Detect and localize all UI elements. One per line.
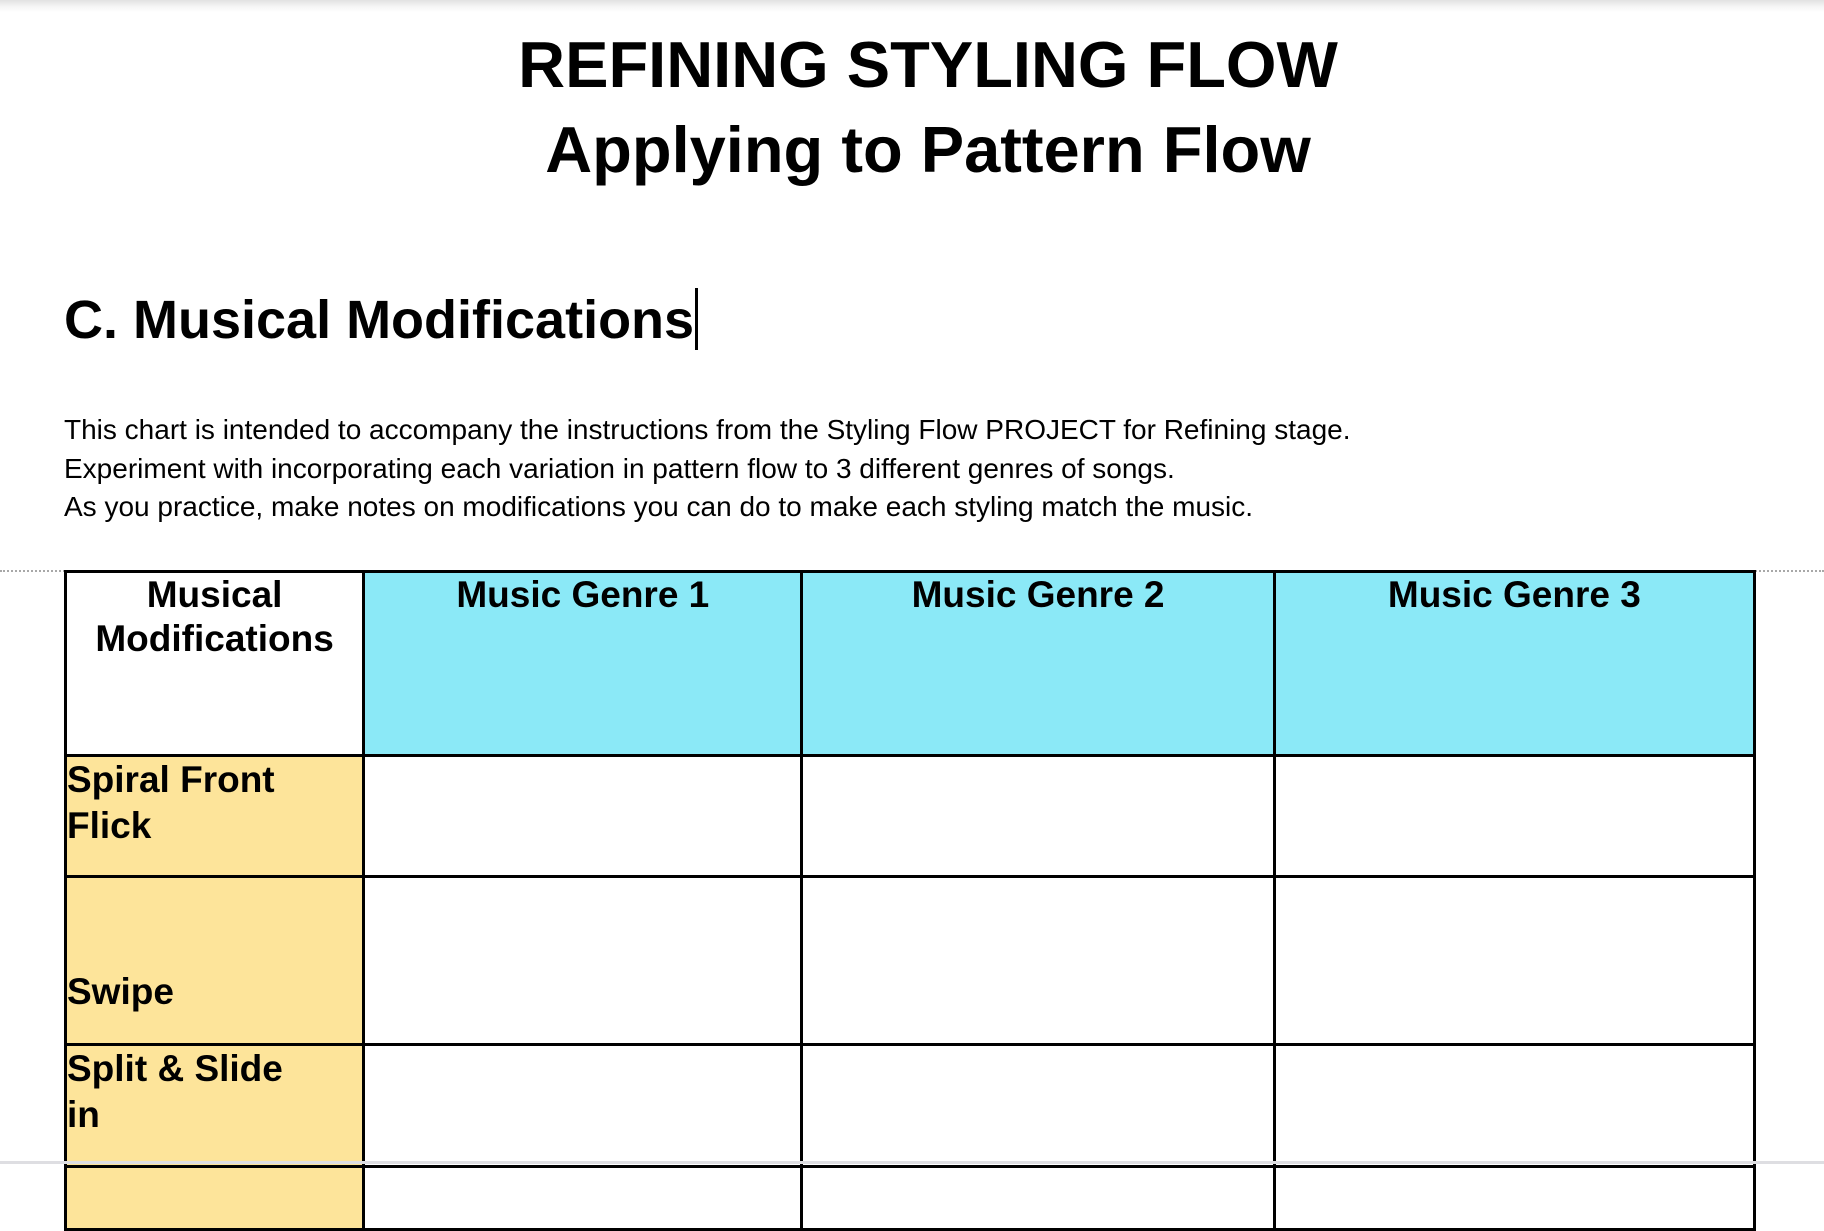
corner-header-line-2: Modifications: [95, 618, 334, 659]
row-label-swipe[interactable]: Swipe: [63, 875, 366, 1046]
entry-cell-genre-2[interactable]: [800, 1165, 1276, 1231]
text-cursor: [695, 288, 699, 350]
entry-cell-genre-1[interactable]: [362, 1165, 804, 1231]
entry-cell-genre-2[interactable]: [800, 754, 1276, 878]
row-label-split-slide-in[interactable]: Split & Slide in: [63, 1043, 366, 1168]
entry-cell-genre-3[interactable]: [1272, 875, 1757, 1046]
table-header-row: Musical Modifications Music Genre 1 Musi…: [63, 570, 1757, 757]
window-bottom-edge: [0, 1161, 1824, 1164]
row-label-line-2: in: [67, 1094, 100, 1135]
title-line-1: REFINING STYLING FLOW: [518, 28, 1338, 101]
entry-cell-genre-3[interactable]: [1272, 1043, 1757, 1168]
row-label-spiral-front-flick[interactable]: Spiral Front Flick: [63, 754, 366, 878]
table-row: Split & Slide in: [63, 1043, 1757, 1168]
intro-line-3: As you practice, make notes on modificat…: [64, 491, 1254, 522]
table-row: Swipe: [63, 875, 1757, 1046]
entry-cell-genre-1[interactable]: [362, 1043, 804, 1168]
entry-cell-genre-2[interactable]: [800, 1043, 1276, 1168]
intro-paragraph[interactable]: This chart is intended to accompany the …: [64, 411, 1351, 527]
entry-cell-genre-2[interactable]: [800, 875, 1276, 1046]
corner-header-line-1: Musical: [146, 574, 283, 615]
section-heading[interactable]: C. Musical Modifications: [64, 284, 699, 356]
section-heading-text: C. Musical Modifications: [64, 290, 695, 350]
table-row: Spiral Front Flick: [63, 754, 1757, 878]
header-music-genre-1[interactable]: Music Genre 1: [362, 570, 804, 757]
corner-header-cell[interactable]: Musical Modifications: [63, 570, 366, 757]
entry-cell-genre-1[interactable]: [362, 875, 804, 1046]
entry-cell-genre-3[interactable]: [1272, 1165, 1757, 1231]
header-music-genre-2[interactable]: Music Genre 2: [800, 570, 1276, 757]
header-music-genre-3[interactable]: Music Genre 3: [1272, 570, 1757, 757]
intro-line-1: This chart is intended to accompany the …: [64, 414, 1351, 445]
intro-line-2: Experiment with incorporating each varia…: [64, 452, 1175, 484]
table-row: [63, 1165, 1757, 1231]
entry-cell-genre-1[interactable]: [362, 754, 804, 878]
title-line-2: Applying to Pattern Flow: [545, 113, 1311, 186]
row-label-line-1: Split & Slide: [67, 1048, 283, 1089]
window-top-shadow: [0, 0, 1824, 12]
document-title: REFINING STYLING FLOW Applying to Patter…: [0, 22, 1824, 192]
row-label-line-1: Spiral Front: [67, 759, 275, 800]
musical-modifications-table: Musical Modifications Music Genre 1 Musi…: [63, 570, 1757, 1231]
row-label-line-1: Swipe: [67, 971, 174, 1012]
entry-cell-genre-3[interactable]: [1272, 754, 1757, 878]
row-label-line-2: Flick: [67, 805, 152, 846]
row-label-next[interactable]: [63, 1165, 366, 1231]
